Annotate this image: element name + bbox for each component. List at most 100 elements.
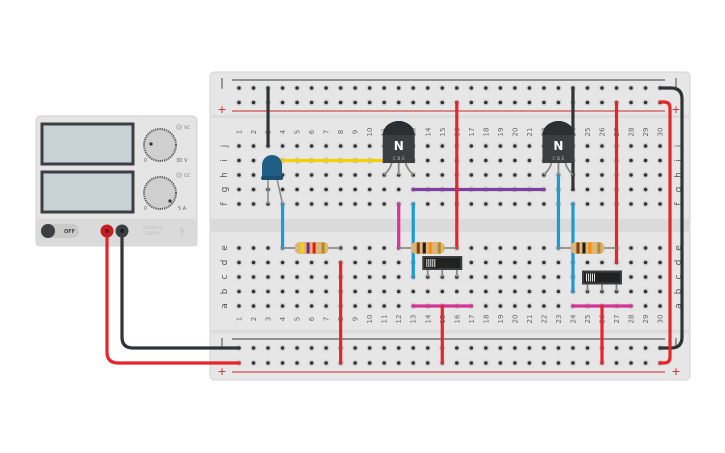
hole[interactable] <box>556 86 561 90</box>
hole[interactable] <box>251 304 256 308</box>
hole[interactable] <box>542 246 546 250</box>
hole[interactable] <box>425 173 430 177</box>
hole[interactable] <box>629 158 633 163</box>
hole[interactable] <box>556 100 561 105</box>
hole[interactable] <box>251 289 256 294</box>
hole[interactable] <box>237 246 241 250</box>
hole[interactable] <box>513 260 517 265</box>
rail-jumper-black[interactable] <box>658 86 684 350</box>
hole[interactable] <box>643 275 648 279</box>
hole[interactable] <box>585 86 590 90</box>
hole[interactable] <box>571 361 575 365</box>
hole[interactable] <box>542 304 546 308</box>
hole[interactable] <box>324 86 328 90</box>
current-knob[interactable] <box>143 176 177 210</box>
hole[interactable] <box>585 173 590 177</box>
hole[interactable] <box>280 289 285 294</box>
hole[interactable] <box>251 100 256 105</box>
hole[interactable] <box>309 304 314 308</box>
hole[interactable] <box>513 144 517 148</box>
hole[interactable] <box>324 361 328 365</box>
hole[interactable] <box>367 86 372 90</box>
hole[interactable] <box>251 346 256 350</box>
hole[interactable] <box>295 361 299 365</box>
hole[interactable] <box>527 260 532 265</box>
hole[interactable] <box>324 173 328 177</box>
hole[interactable] <box>251 275 256 279</box>
hole[interactable] <box>629 246 633 250</box>
hole[interactable] <box>396 289 401 294</box>
hole[interactable] <box>295 202 299 206</box>
hole[interactable] <box>251 260 256 265</box>
hole[interactable] <box>527 289 532 294</box>
hole[interactable] <box>556 260 561 265</box>
hole[interactable] <box>382 260 387 265</box>
hole[interactable] <box>251 144 256 148</box>
hole[interactable] <box>251 173 256 177</box>
hole[interactable] <box>382 246 387 250</box>
hole[interactable] <box>324 289 328 294</box>
hole[interactable] <box>353 144 357 148</box>
hole[interactable] <box>324 346 328 350</box>
hole[interactable] <box>585 100 590 105</box>
hole[interactable] <box>353 86 357 90</box>
hole[interactable] <box>498 158 503 163</box>
hole[interactable] <box>367 260 372 265</box>
hole[interactable] <box>251 86 256 90</box>
resistor[interactable] <box>398 242 457 254</box>
hole[interactable] <box>556 289 561 294</box>
hole[interactable] <box>411 100 416 105</box>
hole[interactable] <box>237 260 241 265</box>
hole[interactable] <box>498 144 503 148</box>
hole[interactable] <box>425 100 430 105</box>
hole[interactable] <box>367 173 372 177</box>
hole[interactable] <box>527 361 532 365</box>
hole[interactable] <box>266 246 270 250</box>
hole[interactable] <box>498 361 503 365</box>
hole[interactable] <box>455 289 459 294</box>
hole[interactable] <box>600 187 604 192</box>
hole[interactable] <box>367 361 372 365</box>
hole[interactable] <box>498 202 503 206</box>
hole[interactable] <box>484 202 488 206</box>
hole[interactable] <box>658 275 662 279</box>
hole[interactable] <box>367 275 372 279</box>
hole[interactable] <box>295 100 299 105</box>
hole[interactable] <box>469 86 474 90</box>
hole[interactable] <box>338 144 343 148</box>
hole[interactable] <box>542 86 546 90</box>
hole[interactable] <box>542 361 546 365</box>
hole[interactable] <box>658 304 662 308</box>
hole[interactable] <box>527 346 532 350</box>
hole[interactable] <box>643 361 648 365</box>
hole[interactable] <box>455 346 459 350</box>
power-switch[interactable]: OFF <box>41 224 79 238</box>
hole[interactable] <box>629 100 633 105</box>
hole[interactable] <box>440 100 445 105</box>
hole[interactable] <box>513 86 517 90</box>
hole[interactable] <box>556 304 561 308</box>
hole[interactable] <box>382 289 387 294</box>
hole[interactable] <box>382 187 387 192</box>
hole[interactable] <box>425 158 430 163</box>
hole[interactable] <box>309 187 314 192</box>
hole[interactable] <box>629 86 633 90</box>
hole[interactable] <box>658 202 662 206</box>
hole[interactable] <box>251 158 256 163</box>
hole[interactable] <box>600 173 604 177</box>
hole[interactable] <box>469 346 474 350</box>
hole[interactable] <box>498 289 503 294</box>
hole[interactable] <box>556 275 561 279</box>
led[interactable] <box>261 155 284 205</box>
hole[interactable] <box>484 260 488 265</box>
hole[interactable] <box>382 304 387 308</box>
hole[interactable] <box>309 275 314 279</box>
hole[interactable] <box>425 86 430 90</box>
hole[interactable] <box>629 260 633 265</box>
hole[interactable] <box>484 304 488 308</box>
hole[interactable] <box>396 275 401 279</box>
hole[interactable] <box>658 144 662 148</box>
hole[interactable] <box>396 304 401 308</box>
hole[interactable] <box>251 361 256 365</box>
hole[interactable] <box>237 289 241 294</box>
